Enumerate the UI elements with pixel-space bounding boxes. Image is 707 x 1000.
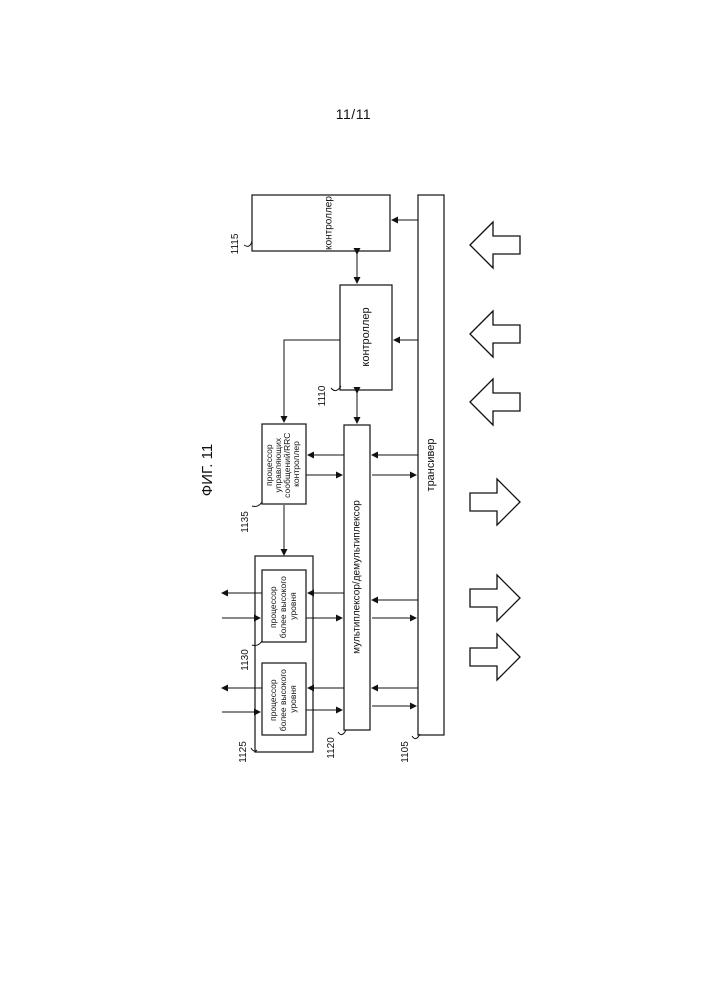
higher-processor-1130-line-2: более высокого bbox=[278, 576, 288, 638]
incoming-arrow-2 bbox=[470, 311, 520, 357]
incoming-arrow-1 bbox=[470, 222, 520, 268]
higher-processor-1125-block: процессор более высокого уровня bbox=[262, 663, 306, 735]
rrc-processor-line-4: контроллер bbox=[291, 441, 301, 487]
outgoing-arrow-3 bbox=[470, 634, 520, 680]
controller-1110-ref: 1110 bbox=[317, 385, 328, 406]
controller-1115-block: контроллер bbox=[252, 195, 390, 251]
outgoing-arrow-2 bbox=[470, 575, 520, 621]
mux-label: мультиплексор/демультиплексор bbox=[352, 500, 363, 654]
rrc-processor-block: процессор управляющих сообщений/RRC конт… bbox=[262, 424, 306, 504]
higher-processor-1125-line-1: процессор bbox=[268, 679, 278, 721]
transceiver-label: трансивер bbox=[425, 439, 437, 492]
higher-processor-1125-line-2: более высокого bbox=[278, 669, 288, 731]
higher-processor-1130-line-3: уровня bbox=[288, 592, 298, 620]
mux-block: мультиплексор/демультиплексор bbox=[344, 425, 370, 730]
higher-processor-1130-line-1: процессор bbox=[268, 586, 278, 628]
incoming-arrow-3 bbox=[470, 379, 520, 425]
higher-processor-1130-block: процессор более высокого уровня bbox=[262, 570, 306, 642]
higher-processor-1125-line-3: уровня bbox=[288, 685, 298, 713]
higher-processor-1125-ref: 1125 bbox=[238, 741, 249, 763]
rrc-processor-ref: 1135 bbox=[240, 511, 251, 533]
controller-1115-label: контроллер bbox=[324, 196, 335, 250]
outgoing-arrow-1 bbox=[470, 479, 520, 525]
higher-processor-1130-ref: 1130 bbox=[240, 649, 251, 671]
transceiver-ref: 1105 bbox=[400, 741, 411, 763]
controller-1110-label: контроллер bbox=[360, 307, 372, 366]
transceiver-block: трансивер bbox=[418, 195, 444, 735]
controller-1110-block: контроллер bbox=[340, 285, 392, 390]
signal-arrows bbox=[470, 222, 520, 680]
controller-1115-ref: 1115 bbox=[230, 233, 241, 254]
mux-ref: 1120 bbox=[326, 737, 337, 759]
figure-title: ФИГ. 11 bbox=[199, 444, 216, 496]
